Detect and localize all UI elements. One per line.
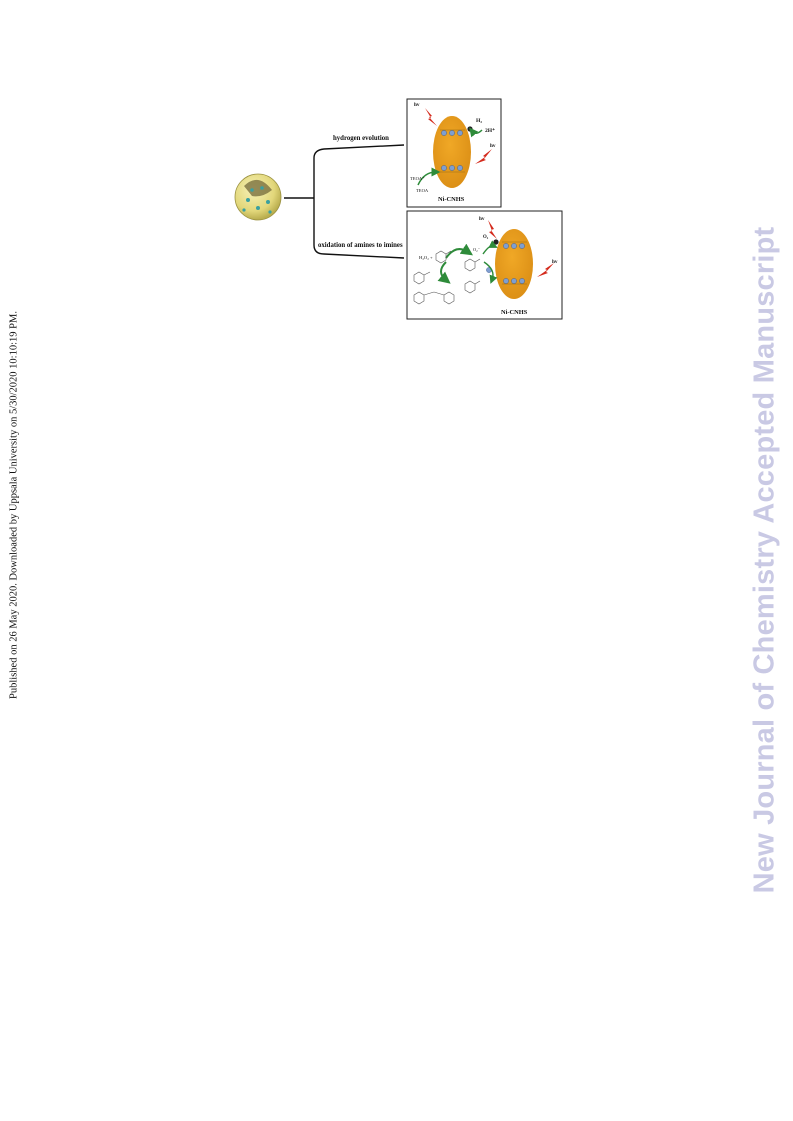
branch-top-label: hydrogen evolution [333,135,389,142]
catalyst-label-bottom: Ni-CNHS [501,309,528,316]
reaction-arrow-icon [437,261,451,284]
amine-oxidation-panel: hv hv O₂ O₂⁻ H₂O₂ + [406,210,563,320]
superoxide-label: O₂⁻ [473,247,480,252]
lightning-bolt-icon [425,108,437,126]
h2o2-label: H₂O₂ + [419,255,433,260]
reaction-arrow-icon [417,167,441,186]
molecule-structure-icon [413,250,481,305]
catalyst-label-top: Ni-CNHS [438,196,465,203]
branch-connector [284,144,405,259]
electron-icon [503,243,525,284]
nanosphere-icon [234,173,282,221]
lightning-bolt-icon [488,220,497,239]
cocatalyst-site-icon [493,239,499,245]
teoa-oxidized-label: TEOA⁺ [410,176,425,181]
reaction-arrow-icon [445,243,473,259]
hv-label-top-2: hv [490,143,496,149]
hv-label-bottom-2: hv [552,259,558,265]
teoa-label: TEOA [416,188,429,193]
hv-label-top-1: hv [414,102,420,108]
proton-label: 2H⁺ [485,127,495,134]
electron-icon [441,130,463,171]
reaction-arrow-icon [469,127,483,138]
hv-label-bottom-1: hv [479,216,485,222]
o2-label: O₂ [483,235,489,240]
lightning-bolt-icon [475,149,492,164]
reaction-arrow-icon [483,261,498,284]
branch-bottom-label: oxidation of amines to imines [318,242,403,249]
reaction-arrow-icon [482,240,498,255]
cocatalyst-site-icon [467,126,473,132]
hydrogen-evolution-panel: hv hv H₂ 2H⁺ TEOA⁺ TEOA Ni-CNHS [406,98,502,208]
h2-label: H₂ [476,118,482,124]
lightning-bolt-icon [537,263,554,277]
